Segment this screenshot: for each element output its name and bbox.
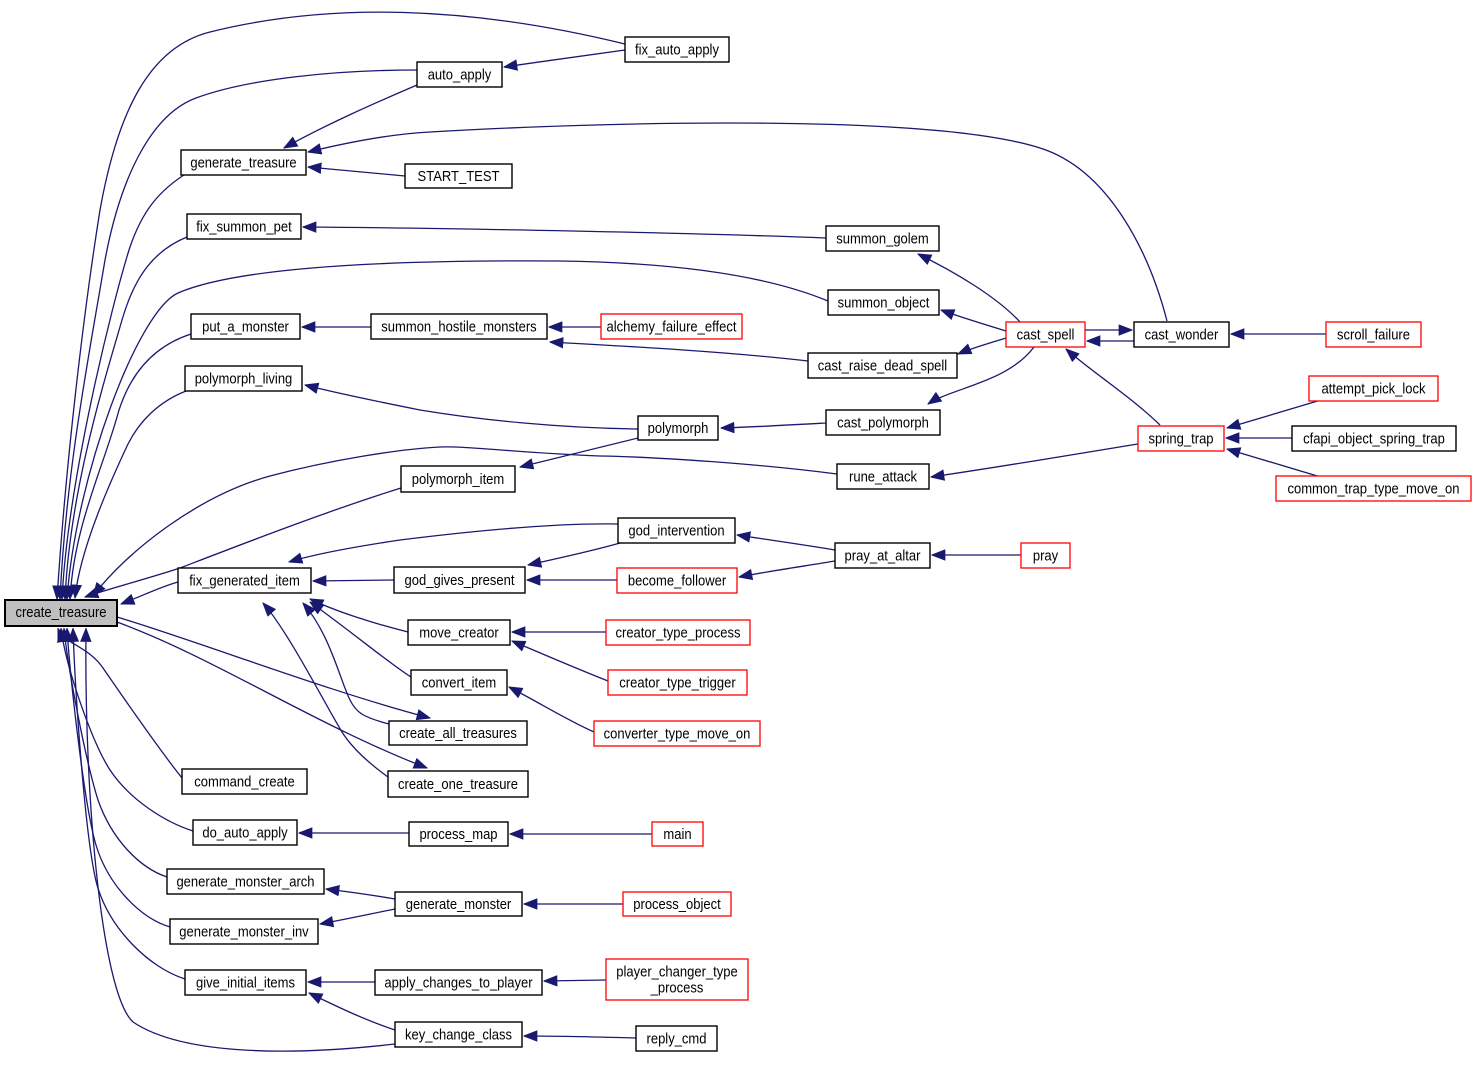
svg-text:process_object: process_object [633, 896, 721, 913]
svg-text:spring_trap: spring_trap [1148, 431, 1213, 448]
svg-text:cfapi_object_spring_trap: cfapi_object_spring_trap [1303, 431, 1445, 448]
svg-text:polymorph_item: polymorph_item [412, 471, 505, 488]
svg-text:cast_polymorph: cast_polymorph [837, 415, 929, 432]
svg-text:pray_at_altar: pray_at_altar [845, 548, 921, 565]
svg-text:god_gives_present: god_gives_present [405, 572, 516, 589]
svg-text:summon_golem: summon_golem [836, 231, 929, 248]
svg-text:generate_treasure: generate_treasure [190, 155, 296, 172]
svg-text:creator_type_trigger: creator_type_trigger [619, 675, 735, 692]
svg-text:generate_monster: generate_monster [406, 896, 512, 913]
svg-text:generate_monster_inv: generate_monster_inv [179, 924, 309, 941]
svg-text:cast_spell: cast_spell [1017, 327, 1075, 344]
svg-text:converter_type_move_on: converter_type_move_on [604, 726, 751, 743]
svg-text:process_map: process_map [419, 826, 497, 843]
svg-text:polymorph_living: polymorph_living [195, 371, 293, 388]
svg-text:command_create: command_create [194, 774, 295, 791]
svg-text:scroll_failure: scroll_failure [1337, 327, 1410, 344]
svg-text:summon_object: summon_object [838, 295, 930, 312]
svg-text:creator_type_process: creator_type_process [616, 625, 741, 642]
svg-text:key_change_class: key_change_class [405, 1027, 512, 1044]
svg-text:put_a_monster: put_a_monster [202, 319, 289, 336]
svg-text:main: main [663, 826, 691, 843]
svg-text:fix_summon_pet: fix_summon_pet [196, 219, 292, 236]
svg-text:give_initial_items: give_initial_items [196, 975, 295, 992]
svg-text:_process: _process [650, 980, 704, 997]
svg-text:create_one_treasure: create_one_treasure [398, 776, 518, 793]
svg-text:pray: pray [1033, 548, 1059, 565]
svg-text:attempt_pick_lock: attempt_pick_lock [1321, 381, 1425, 398]
svg-text:do_auto_apply: do_auto_apply [202, 825, 288, 842]
svg-text:START_TEST: START_TEST [418, 168, 500, 185]
svg-text:rune_attack: rune_attack [849, 469, 917, 486]
svg-text:common_trap_type_move_on: common_trap_type_move_on [1288, 481, 1460, 498]
svg-text:fix_generated_item: fix_generated_item [189, 573, 300, 590]
svg-text:player_changer_type: player_changer_type [616, 964, 738, 981]
svg-text:generate_monster_arch: generate_monster_arch [176, 874, 314, 891]
svg-text:become_follower: become_follower [628, 573, 726, 590]
svg-text:auto_apply: auto_apply [428, 67, 492, 84]
svg-text:convert_item: convert_item [422, 675, 496, 692]
svg-text:polymorph: polymorph [648, 420, 709, 437]
svg-text:cast_raise_dead_spell: cast_raise_dead_spell [818, 358, 947, 375]
svg-text:move_creator: move_creator [419, 625, 499, 642]
svg-text:god_intervention: god_intervention [628, 523, 724, 540]
svg-text:summon_hostile_monsters: summon_hostile_monsters [381, 319, 537, 336]
svg-text:reply_cmd: reply_cmd [647, 1031, 707, 1048]
svg-text:create_treasure: create_treasure [15, 604, 106, 621]
svg-text:alchemy_failure_effect: alchemy_failure_effect [607, 319, 738, 336]
svg-text:fix_auto_apply: fix_auto_apply [635, 42, 719, 59]
svg-text:cast_wonder: cast_wonder [1145, 327, 1219, 344]
svg-text:create_all_treasures: create_all_treasures [399, 725, 517, 742]
svg-text:apply_changes_to_player: apply_changes_to_player [384, 975, 532, 992]
